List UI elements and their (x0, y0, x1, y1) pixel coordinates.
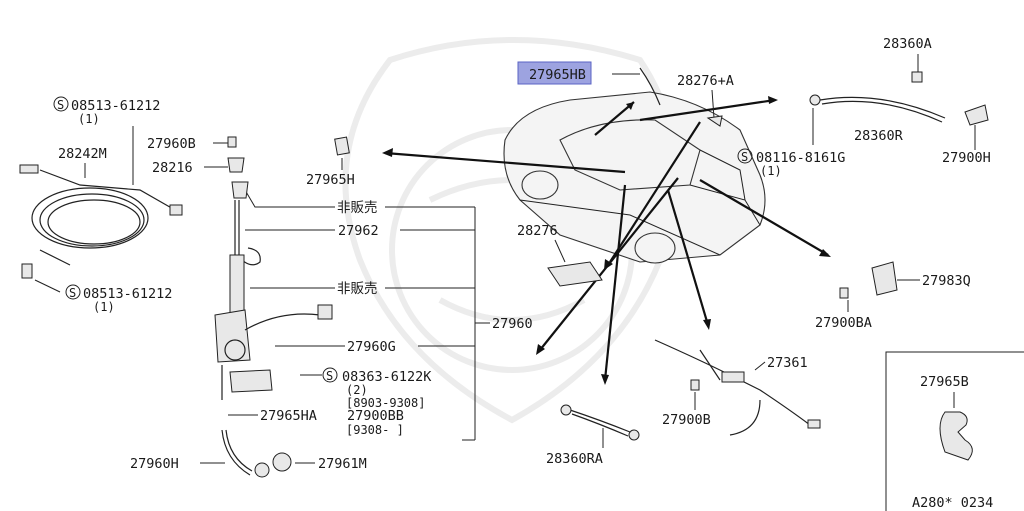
label-27965h[interactable]: 27965H (306, 172, 355, 188)
part-27965hb-drawing (639, 67, 661, 106)
label-08513-bottom[interactable]: 08513-61212 (83, 286, 172, 302)
label-27361[interactable]: 27361 (767, 355, 808, 371)
part-28242m-cable (19, 164, 183, 266)
label-27965hb[interactable]: 27965HB (529, 67, 586, 83)
label-nonsale-2: 非販売 (337, 281, 378, 297)
label-08116-qty: (1) (760, 164, 782, 178)
part-screw-08513 (21, 263, 33, 279)
label-27960b[interactable]: 27960B (147, 136, 196, 152)
svg-text:S: S (69, 286, 76, 300)
part-27900b-drawing (690, 379, 700, 391)
direction-arrows (382, 96, 831, 385)
label-27962[interactable]: 27962 (338, 223, 379, 239)
label-27960[interactable]: 27960 (492, 316, 533, 332)
car-illustration (503, 91, 766, 264)
part-28360r-drawing (819, 96, 946, 119)
part-27361-cable (654, 339, 821, 436)
part-28216-drawing (227, 157, 245, 173)
svg-text:S: S (326, 369, 333, 383)
svg-text:S: S (57, 98, 64, 112)
part-28360a-drawing (911, 71, 923, 83)
bracket-27960 (244, 189, 490, 441)
inset-box (885, 351, 1024, 511)
s-mark-08363 (322, 367, 338, 383)
part-27960h-drawing (221, 429, 251, 476)
label-28360r[interactable]: 28360R (854, 128, 904, 144)
label-27900bb[interactable]: 27900BB (347, 408, 404, 424)
label-27965ha[interactable]: 27965HA (260, 408, 317, 424)
part-27983q-drawing (871, 261, 898, 296)
s-mark-08116 (737, 148, 753, 164)
part-28276-drawing (547, 261, 603, 287)
highlight-27965hb[interactable] (517, 61, 592, 85)
label-27900ba[interactable]: 27900BA (815, 315, 872, 331)
label-27900b[interactable]: 27900B (662, 412, 711, 428)
s-mark-08513-top (53, 96, 69, 112)
part-27965h-drawing (334, 136, 350, 156)
part-27960b-drawing (227, 136, 237, 148)
label-27900bb-range: [9308- ] (346, 423, 404, 437)
label-08363-range: [8903-9308] (346, 396, 425, 410)
label-27983q[interactable]: 27983Q (922, 273, 971, 289)
label-28360ra[interactable]: 28360RA (546, 451, 603, 467)
s-mark-08513-bottom (65, 284, 81, 300)
label-08116[interactable]: 08116-8161G (756, 150, 845, 166)
part-antenna-assembly (214, 181, 333, 400)
label-08513-top[interactable]: 08513-61212 (71, 98, 160, 114)
part-28360ra-drawing (569, 409, 631, 433)
label-08363-qty: (2) (346, 383, 368, 397)
part-27900ba-drawing (839, 287, 849, 299)
diagram-code: A280* 0234 (912, 495, 993, 511)
label-28276[interactable]: 28276 (517, 223, 558, 239)
part-27965b-drawing (939, 411, 973, 461)
label-27965b[interactable]: 27965B (920, 374, 969, 390)
label-08513-top-qty: (1) (78, 112, 100, 126)
svg-text:S: S (741, 150, 748, 164)
label-27960g[interactable]: 27960G (347, 339, 396, 355)
label-nonsale-1: 非販売 (337, 200, 378, 216)
label-28242m[interactable]: 28242M (58, 146, 107, 162)
label-28216[interactable]: 28216 (152, 160, 193, 176)
label-08513-bottom-qty: (1) (93, 300, 115, 314)
part-27961m-drawing (272, 452, 292, 472)
label-27960h[interactable]: 27960H (130, 456, 179, 472)
label-27900h[interactable]: 27900H (942, 150, 991, 166)
label-28360a[interactable]: 28360A (883, 36, 932, 52)
label-27961m[interactable]: 27961M (318, 456, 367, 472)
part-27900h-drawing (964, 104, 989, 126)
label-28276a[interactable]: 28276+A (677, 73, 734, 89)
part-28276a-drawing (706, 115, 723, 127)
label-08363[interactable]: 08363-6122K (342, 369, 432, 385)
